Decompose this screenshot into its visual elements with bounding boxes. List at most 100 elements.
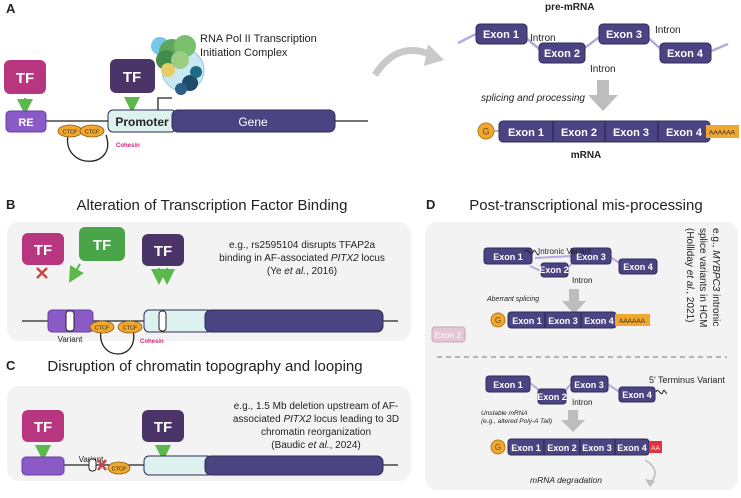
pol2-complex-icon xyxy=(151,35,205,95)
re-label: RE xyxy=(18,117,33,129)
d-ab-exon-4: Exon 4 xyxy=(584,316,614,326)
note-c-line4: (Baudic et al., 2024) xyxy=(271,440,361,451)
d-top-exon-4: Exon 4 xyxy=(623,262,653,272)
d-cap-2-label: G xyxy=(495,443,501,452)
panel-c: C Disruption of chromatin topography and… xyxy=(6,358,411,481)
d-arrow2-shaft xyxy=(568,410,578,421)
note-c-line2: associated PITX2 locus leading to 3D xyxy=(233,414,399,425)
cohesin-label: Cohesin xyxy=(116,143,140,149)
note-b-line3-etal: et al. xyxy=(284,266,306,277)
note-b-line3-a: (Ye xyxy=(267,266,284,277)
re-box xyxy=(5,110,47,133)
variant-label-b: Variant xyxy=(58,335,84,344)
tf-box-1 xyxy=(4,60,46,94)
d-ab-exon-3: Exon 3 xyxy=(548,316,578,326)
d-top-pre-mrna xyxy=(483,247,658,278)
note-b-line2-end: locus xyxy=(359,253,385,264)
tf-box-c2 xyxy=(142,410,184,442)
pre-exon-4 xyxy=(659,42,712,64)
unstable-line2: (e.g., altered Poly-A Tail) xyxy=(481,418,552,425)
note-c-line1: e.g., 1.5 Mb deletion upstream of AF- xyxy=(234,401,399,412)
tf-box-b3 xyxy=(142,234,184,266)
d-side-note: e.g., MYBPC3 intronic splice variants in… xyxy=(684,228,721,327)
note-b-line3: (Ye et al., 2016) xyxy=(267,266,337,277)
re-box-c xyxy=(21,456,65,476)
mrna-label: mRNA xyxy=(571,150,602,161)
note-c-line2-a: associated xyxy=(233,414,284,425)
note-c-line4-a: (Baudic xyxy=(271,440,308,451)
panel-b-letter: B xyxy=(6,197,15,212)
ctcf-1-label: CTCF xyxy=(63,130,78,136)
intron-label-2: Intron xyxy=(590,64,616,75)
panel-a: A TF RE CTCF CTCF Cohesin TF Promoter Ge… xyxy=(4,1,739,162)
tf-label-b1: TF xyxy=(34,242,52,259)
panel-d-letter: D xyxy=(426,197,435,212)
cross-icon-c xyxy=(97,459,107,471)
cohesin-loop xyxy=(67,134,109,162)
ctcf-b1 xyxy=(89,320,115,334)
tf-label-c1: TF xyxy=(34,419,52,436)
d-un-exon-2: Exon 2 xyxy=(547,443,577,453)
note-c-line4-b: , 2024) xyxy=(330,440,361,451)
intron-label-1: Intron xyxy=(530,33,556,44)
unstable-line1: Unstable mRNA xyxy=(481,410,528,417)
mrna-exon-1: Exon 1 xyxy=(508,127,544,139)
d-top-exon-2: Exon 2 xyxy=(539,265,569,275)
cross-icon xyxy=(36,267,48,279)
panel-b: B Alteration of Transcription Factor Bin… xyxy=(6,197,411,355)
gene-box-c xyxy=(204,455,384,476)
panel-d-box xyxy=(425,222,738,490)
intron-label-3: Intron xyxy=(655,25,681,36)
intronic-variant-label: Intronic Variant xyxy=(538,247,592,256)
note-c-line2-b: locus leading to 3D xyxy=(311,414,399,425)
skipped-exon xyxy=(431,326,466,343)
ctcf-b2 xyxy=(117,320,143,334)
d-side-line1: e.g., MYBPC3 intronic xyxy=(710,228,721,326)
polya-label: AAAAAA xyxy=(709,130,736,137)
polya-tail xyxy=(706,125,739,138)
mrna-exon-2: Exon 2 xyxy=(561,127,597,139)
d-side-line1-a: e.g., xyxy=(710,228,721,250)
tf-box-b2 xyxy=(79,227,125,261)
degradation-label: mRNA degradation xyxy=(530,475,602,485)
note-b-line1: e.g., rs2595104 disrupts TFAP2a xyxy=(229,240,375,251)
d-cap-1 xyxy=(490,312,506,328)
tf-label-b2: TF xyxy=(93,237,111,254)
splicing-arrow-head xyxy=(588,95,618,111)
d-bot-exon-3: Exon 3 xyxy=(574,380,604,390)
tf-label-2: TF xyxy=(123,69,141,86)
pre-exon-1 xyxy=(475,23,528,45)
pre-exon-1-label: Exon 1 xyxy=(483,29,519,41)
ctcf-c xyxy=(107,461,131,475)
intronic-variant-squiggle xyxy=(524,249,540,256)
d-un-exon-1: Exon 1 xyxy=(511,443,541,453)
promoter-box-c xyxy=(143,455,213,476)
gene-box xyxy=(171,109,336,133)
d-bot-exon-2: Exon 2 xyxy=(537,392,567,402)
note-b-line2-a: binding in AF-associated xyxy=(219,253,331,264)
d-side-line3-b: , 2021) xyxy=(684,291,695,322)
d-arrow1-head xyxy=(562,301,586,314)
d-cap-2 xyxy=(490,439,506,455)
mrna-exon-4: Exon 4 xyxy=(666,127,703,139)
note-b-line2: binding in AF-associated PITX2 locus xyxy=(219,253,385,264)
splicing-arrow-shaft xyxy=(597,80,609,96)
cohesin-label-b: Cohesin xyxy=(140,339,164,345)
pre-exon-3 xyxy=(598,23,650,45)
d-bot-exon-4: Exon 4 xyxy=(622,390,652,400)
d-bot-exon-1: Exon 1 xyxy=(493,380,523,390)
cap-label: G xyxy=(482,127,489,137)
d-top-exon-3: Exon 3 xyxy=(576,252,606,262)
tf-box-c1 xyxy=(22,410,64,442)
tf-label-1: TF xyxy=(16,70,34,87)
d-side-line1-gene: MYBPC3 xyxy=(710,250,721,292)
pre-mrna xyxy=(457,23,729,64)
pol2-label-line1: RNA Pol II Transcription xyxy=(200,33,317,45)
ctcf-2 xyxy=(79,124,105,138)
panel-b-title: Alteration of Transcription Factor Bindi… xyxy=(77,197,348,214)
pre-exon-2-label: Exon 2 xyxy=(544,48,580,60)
d-side-line3: (Holliday et al., 2021) xyxy=(684,228,695,323)
d-side-line2: splice variants in HCM xyxy=(697,228,708,327)
aberrant-label: Aberrant splicing xyxy=(486,296,539,303)
